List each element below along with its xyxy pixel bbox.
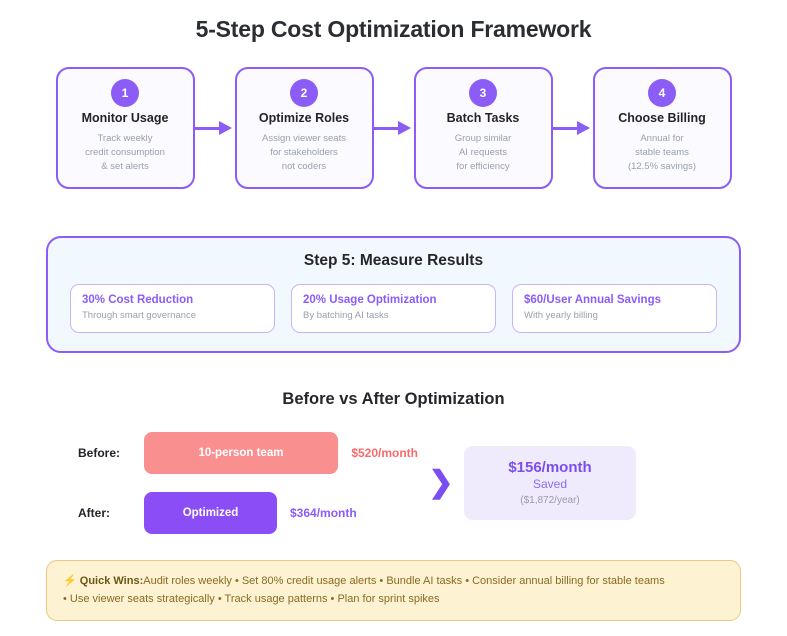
step-desc-4: Annual for stable teams (12.5% savings) xyxy=(627,133,697,172)
bar-after: Optimized xyxy=(144,492,277,534)
quick-wins-line-2: • Use viewer seats strategically • Track… xyxy=(63,593,440,606)
chevron-right-icon: ❯ xyxy=(428,466,454,499)
savings-yearly: ($1,872/year) xyxy=(520,495,580,506)
bars-column: Before: 10-person team $520/month After:… xyxy=(78,432,418,534)
metric-card-cost-reduction[interactable]: 30% Cost Reduction Through smart governa… xyxy=(70,284,275,333)
quick-wins-label: Quick Wins: xyxy=(79,575,144,587)
step-desc-3: Group similar AI requests for efficiency xyxy=(454,133,512,172)
comparison-chart: Before: 10-person team $520/month After:… xyxy=(0,432,787,534)
step-desc-1: Track weekly credit consumption & set al… xyxy=(85,133,165,172)
step-card-4[interactable]: 4 Choose Billing Annual for stable teams… xyxy=(592,67,732,189)
savings-box: $156/month Saved ($1,872/year) xyxy=(464,446,636,520)
arrow-right-icon-2 xyxy=(373,121,414,135)
metric-card-annual-savings[interactable]: $60/User Annual Savings With yearly bill… xyxy=(512,284,717,333)
metric-head-3: $60/User Annual Savings xyxy=(524,294,661,306)
step-title-1: Monitor Usage xyxy=(81,111,169,125)
step-number-badge-1: 1 xyxy=(111,79,139,107)
savings-amount: $156/month xyxy=(508,459,592,476)
quick-wins-banner: ⚡ Quick Wins:Audit roles weekly • Set 80… xyxy=(46,560,741,622)
bolt-icon: ⚡ xyxy=(63,575,77,587)
step-card-3[interactable]: 3 Batch Tasks Group similar AI requests … xyxy=(413,67,553,189)
step-title-2: Optimize Roles xyxy=(258,111,350,125)
metric-head-1: 30% Cost Reduction xyxy=(82,294,194,306)
bar-price-after: $364/month xyxy=(290,506,357,520)
metric-card-usage-optimization[interactable]: 20% Usage Optimization By batching AI ta… xyxy=(291,284,496,333)
metric-sub-2: By batching AI tasks xyxy=(303,310,389,321)
step-number-badge-3: 3 xyxy=(469,79,497,107)
bar-label-after: After: xyxy=(78,506,110,520)
step-title-3: Batch Tasks xyxy=(446,111,520,125)
metric-sub-3: With yearly billing xyxy=(524,310,598,321)
metric-row: 30% Cost Reduction Through smart governa… xyxy=(70,284,717,333)
step-number-badge-4: 4 xyxy=(648,79,676,107)
bar-label-before: Before: xyxy=(78,446,121,460)
step5-title: Step 5: Measure Results xyxy=(303,252,484,269)
step-flow: 1 Monitor Usage Track weekly credit cons… xyxy=(0,67,787,189)
page-title: 5-Step Cost Optimization Framework xyxy=(195,16,592,42)
step-card-1[interactable]: 1 Monitor Usage Track weekly credit cons… xyxy=(55,67,195,189)
step5-panel: Step 5: Measure Results 30% Cost Reducti… xyxy=(46,236,741,353)
step-card-2[interactable]: 2 Optimize Roles Assign viewer seats for… xyxy=(234,67,374,189)
metric-sub-1: Through smart governance xyxy=(82,310,197,321)
comparison-title: Before vs After Optimization xyxy=(282,390,505,408)
step-number-badge-2: 2 xyxy=(290,79,318,107)
bar-before: 10-person team xyxy=(143,432,339,474)
step-desc-2: Assign viewer seats for stakeholders not… xyxy=(262,133,346,172)
bar-row-after: After: Optimized $364/month xyxy=(78,492,418,534)
quick-wins-line-1: Audit roles weekly • Set 80% credit usag… xyxy=(143,575,665,587)
arrow-right-icon-1 xyxy=(194,121,235,135)
metric-head-2: 20% Usage Optimization xyxy=(303,294,437,306)
bar-row-before: Before: 10-person team $520/month xyxy=(78,432,418,474)
bar-price-before: $520/month xyxy=(351,446,418,460)
arrow-right-icon-3 xyxy=(552,121,593,135)
savings-label: Saved xyxy=(532,477,568,491)
step-title-4: Choose Billing xyxy=(618,111,706,125)
